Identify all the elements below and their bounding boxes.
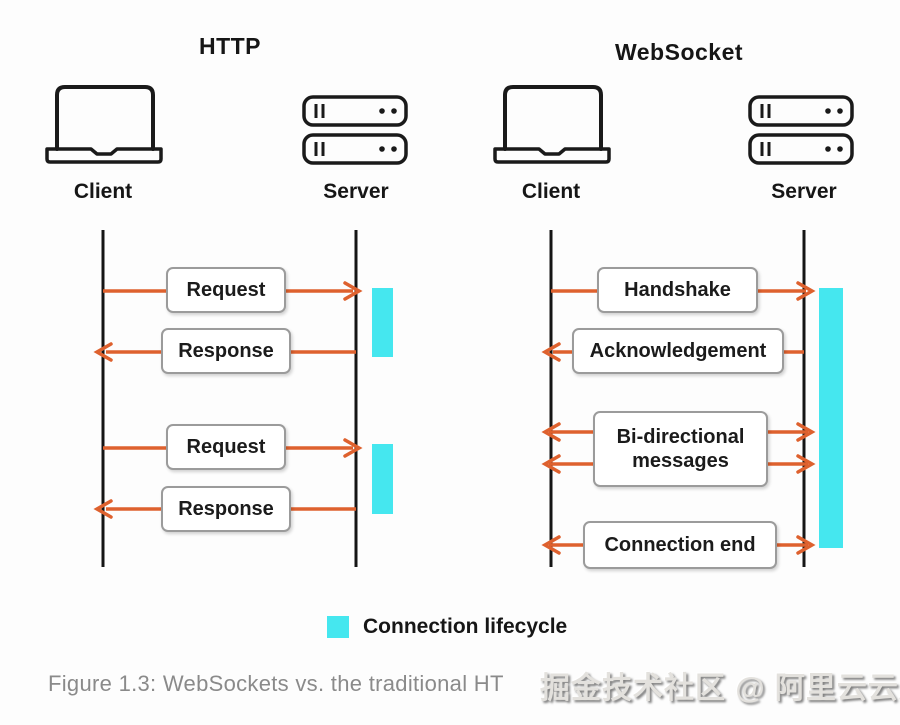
figure-caption: Figure 1.3: WebSockets vs. the tradition… <box>48 671 504 696</box>
http-connection-lifecycle-bar <box>372 444 393 514</box>
legend: Connection lifecycle <box>327 615 567 639</box>
watermark: 掘金技术社区 @ 阿里云云原生 <box>540 672 900 705</box>
http-title: HTTP <box>198 33 262 59</box>
message-box-request: Request <box>166 267 286 313</box>
server-icon <box>748 95 854 165</box>
message-box-connection-end: Connection end <box>583 521 777 569</box>
message-box-handshake: Handshake <box>597 267 758 313</box>
message-box-response: Response <box>161 486 291 532</box>
legend-label: Connection lifecycle <box>363 615 568 638</box>
websocket-title: WebSocket <box>614 39 744 65</box>
websocket-server-label: Server <box>771 180 837 203</box>
websocket-connection-lifecycle-bar <box>819 288 843 548</box>
laptop-icon <box>493 85 611 164</box>
message-box-response: Response <box>161 328 291 374</box>
laptop-icon <box>45 85 163 164</box>
websocket-client-label: Client <box>521 180 581 203</box>
http-client-label: Client <box>73 180 133 203</box>
server-icon <box>302 95 408 165</box>
message-box-acknowledgement: Acknowledgement <box>572 328 784 374</box>
message-box-request: Request <box>166 424 286 470</box>
message-box-bidirectional-messages: Bi-directional messages <box>593 411 768 487</box>
http-server-label: Server <box>323 180 389 203</box>
http-connection-lifecycle-bar <box>372 288 393 357</box>
connection-lifecycle-swatch <box>327 616 349 638</box>
